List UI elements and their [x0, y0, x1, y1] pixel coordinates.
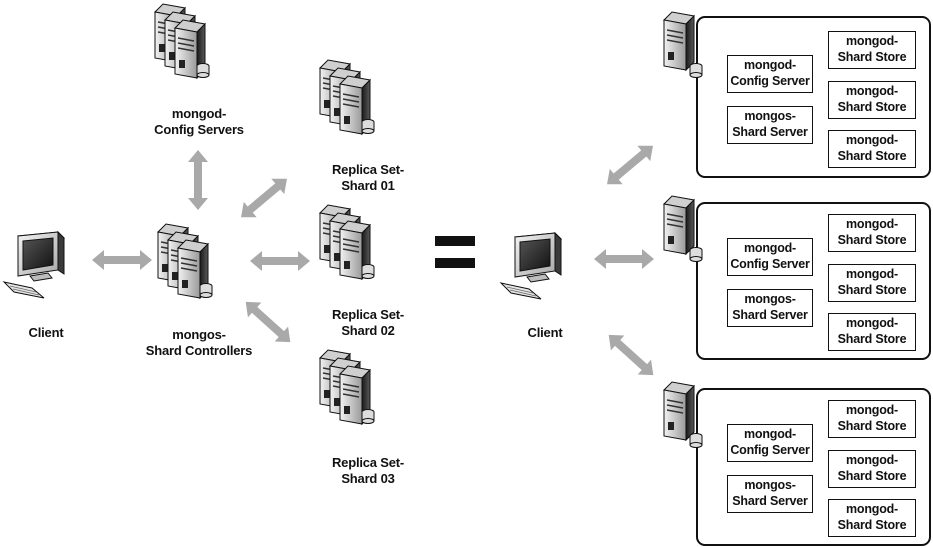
shard-store-box: mongod-Shard Store [828, 31, 916, 69]
replica-set-shard-03-label: Replica Set- Shard 03 [331, 455, 404, 486]
arrow-client-node2 [594, 249, 654, 269]
replica-set-shard-01-label: Replica Set- Shard 01 [331, 162, 404, 193]
shard-server-box: mongos-Shard Server [727, 106, 813, 144]
client-label: Client [28, 325, 64, 340]
shard-store-box: mongod-Shard Store [828, 450, 916, 488]
arrow-controllers-shard01 [234, 171, 294, 225]
arrow-client-node1 [600, 138, 660, 192]
shard-store-box: mongod-Shard Store [828, 264, 916, 302]
shard-store-box: mongod-Shard Store [828, 81, 916, 119]
shard-store-box: mongod-Shard Store [828, 499, 916, 537]
shard-store-box: mongod-Shard Store [828, 130, 916, 168]
shard-store-box: mongod-Shard Store [828, 313, 916, 351]
config-servers-icon [155, 4, 209, 78]
client-computer-icon [500, 232, 562, 300]
arrow-config-controllers [188, 150, 208, 210]
arrow-client-controllers [92, 250, 152, 270]
replica-set-shard-02-label: Replica Set- Shard 02 [331, 307, 404, 338]
client-computer-icon [3, 231, 65, 299]
shard-store-box: mongod-Shard Store [828, 214, 916, 252]
arrow-controllers-shard02 [250, 251, 310, 271]
config-servers-label: mongod- Config Servers [154, 106, 244, 137]
replica-set-shard-01-icon [320, 60, 374, 134]
config-server-box: mongod-Config Server [727, 55, 813, 93]
shard-controllers-icon [158, 224, 212, 298]
shard-server-box: mongos-Shard Server [727, 289, 813, 327]
arrow-client-node3 [602, 327, 660, 383]
shard-store-box: mongod-Shard Store [828, 400, 916, 438]
shard-controllers-label: mongos- Shard Controllers [145, 327, 253, 358]
shard-server-box: mongos-Shard Server [727, 475, 813, 513]
config-server-box: mongod-Config Server [727, 238, 813, 276]
replica-set-shard-02-icon [320, 205, 374, 279]
config-server-box: mongod-Config Server [727, 424, 813, 462]
replica-set-shard-03-icon [320, 350, 374, 424]
client-label-right: Client [527, 325, 563, 340]
